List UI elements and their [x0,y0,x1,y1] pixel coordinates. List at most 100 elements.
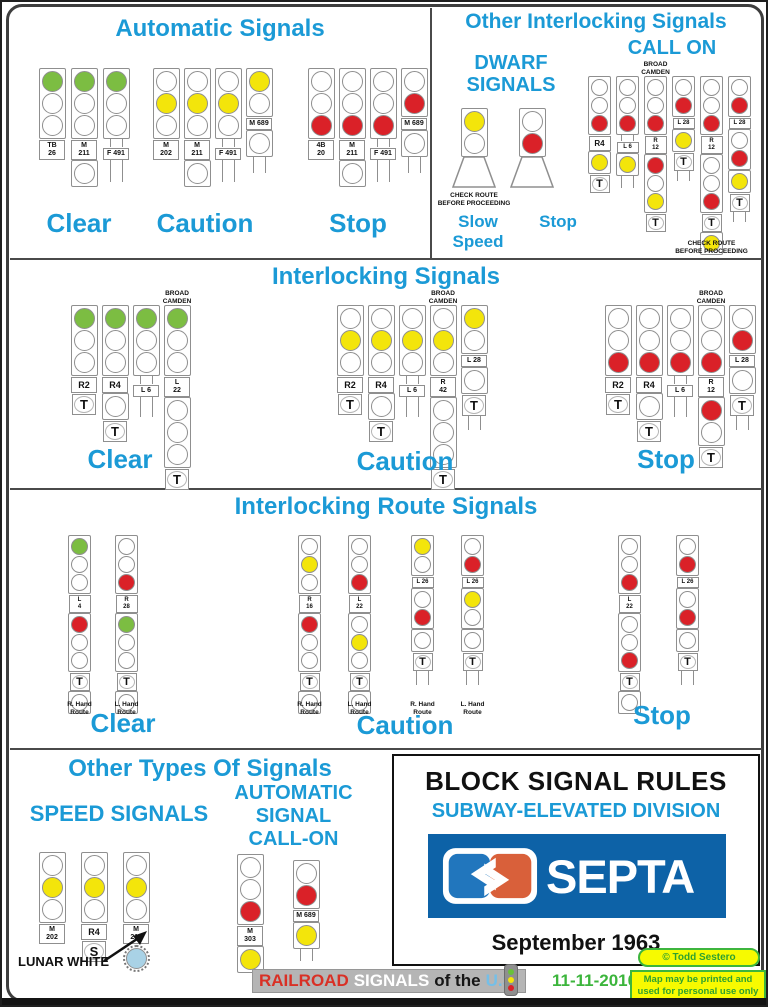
division-subtitle: SUBWAY-ELEVATED DIVISION [431,800,721,822]
signal-head [618,612,641,672]
lamp-off [432,352,454,373]
signal-head [132,305,160,376]
t-marker-plate: T [165,469,189,491]
lamp-red [310,115,332,136]
route-hand-label: L. Hand Route [114,701,139,717]
signal-post-legs [673,376,687,384]
lamp-off [73,330,95,351]
banner-word-signals: SIGNALS [353,971,430,990]
signal-head [70,305,98,376]
signal-head [115,690,138,714]
signal-head [728,305,756,354]
lamp-red [403,93,425,114]
lamp-off [217,71,239,92]
publication-date: 11-11-2010 [552,971,638,990]
lamp-red [607,352,629,373]
signal-location-label: BROAD CAMDEN [696,290,726,305]
signal-mast: L 6 [132,305,160,418]
signal-post-legs [299,949,313,962]
lamp-off [341,93,363,114]
lamp-off [104,352,126,373]
signal-head [666,305,694,376]
lamp-yellow [463,308,485,329]
signal-head [676,628,699,652]
block-signal-rules-title: BLOCK SIGNAL RULES [425,766,727,796]
caption-slow-speed: Slow Speed [452,212,504,251]
signal-number-plate: L 26 [676,577,699,588]
caption-stop: Stop [539,212,577,231]
lamp-off [351,693,368,711]
lamp-red [621,651,638,669]
lamp-off [669,330,691,351]
t-marker-plate: T [619,672,640,691]
lamp-off [647,79,664,96]
section-title: Automatic Signals [115,15,325,42]
lamp-off [248,93,270,114]
signal-head [292,860,320,909]
lamp-off [118,538,135,555]
t-marker-plate: T [299,672,320,691]
lamp-off [621,693,638,711]
signal-head [644,76,667,135]
lamp-off [700,330,722,351]
signal-head [461,535,484,576]
lamp-red [647,115,664,132]
signal-head [152,68,180,139]
lamp-yellow [41,877,63,898]
lamp-off [83,899,105,920]
lamp-off [239,857,261,878]
signal-head [460,108,488,157]
lamp-green [73,308,95,329]
lamp-off [73,115,95,136]
lamp-off [301,651,318,669]
signal-number-plate: F 491 [103,148,129,161]
speed-plate: S [82,941,106,963]
lamp-off [703,97,720,114]
route-hand-label: L. Hand Route [460,701,485,717]
signal-mast: F 491 [214,68,242,183]
lamp-off [118,651,135,669]
lamp-off [166,352,188,373]
lamp-red [118,574,135,591]
lunar-white-arrow [103,931,147,963]
t-marker-plate: T [645,213,666,232]
signal-number-plate: M 689 [293,910,319,923]
lamp-off [432,400,454,422]
lamp-off [135,330,157,351]
caption-stop: Stop [637,444,695,474]
lamp-yellow [647,192,664,210]
lamp-off [339,352,361,373]
signal-head [411,535,434,576]
lamp-off [700,308,722,329]
signal-number-plate: R4 [636,377,662,394]
signal-number-plate: F 491 [215,148,241,161]
signal-head [400,130,428,158]
lamp-off [351,556,368,573]
lamp-off [621,615,638,633]
section-bottom: Other Types Of Signals SPEED SIGNALS AUT… [10,748,766,1002]
lamp-off [619,97,636,114]
lamp-off [464,608,481,626]
lamp-yellow [703,234,720,252]
signal-mast: M 689 [292,860,320,962]
license-note: Map may be printed and used for personal… [630,970,766,1002]
signal-mast: L 6 [398,305,426,418]
lamp-off [105,93,127,114]
lamp-off [372,71,394,92]
lamp-off [341,163,363,185]
caption-caution: Caution [156,208,254,238]
signal-post-legs [221,139,235,147]
lamp-off [414,590,431,608]
signal-head [518,108,546,157]
lamp-red [239,901,261,922]
t-marker-plate: T [699,447,723,469]
